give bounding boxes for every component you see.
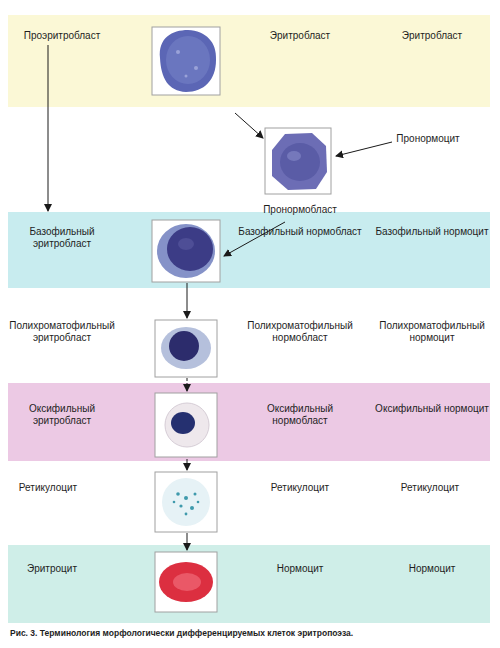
stage-band: ЭритроцитНормоцитНормоцит bbox=[8, 545, 490, 623]
stage-term: Базофильный эритробласт bbox=[0, 226, 124, 250]
stage-term: Ретикулоцит bbox=[238, 482, 362, 494]
basophilic-cell bbox=[152, 220, 220, 282]
proerythroblast-cell bbox=[152, 27, 220, 95]
stage-term: Нормоцит bbox=[238, 563, 362, 575]
stage-term: Оксифильный нормобласт bbox=[238, 403, 362, 427]
stage-band: Оксифильный эритробластОксифильный нормо… bbox=[8, 383, 490, 461]
stage-term: Полихроматофильный нормобласт bbox=[238, 320, 362, 344]
stage-arrows bbox=[187, 113, 392, 550]
stage-term: Проэритробласт bbox=[0, 30, 124, 42]
lineage-arrow bbox=[48, 45, 49, 211]
stage-term: Базофильный нормобласт bbox=[238, 226, 362, 238]
stage-term: Эритроцит bbox=[0, 563, 114, 575]
stage-term: Пронормоцит bbox=[366, 133, 490, 145]
stage-term: Оксифильный нормоцит bbox=[370, 403, 494, 415]
oxyphilic-cell bbox=[155, 393, 217, 457]
figure-caption: Рис. 3. Терминология морфологически дифф… bbox=[10, 628, 495, 639]
pronormoblast-cell bbox=[265, 128, 331, 194]
stage-term: Базофильный нормоцит bbox=[370, 226, 494, 238]
stage-term: Эритробласт bbox=[370, 30, 494, 42]
stage-term: Эритробласт bbox=[238, 30, 362, 42]
reticulocyte-cell bbox=[155, 472, 217, 532]
stage-term: Пронормобласт bbox=[238, 204, 362, 216]
stage-term: Нормоцит bbox=[370, 563, 494, 575]
stage-band: ПроэритробластЭритробластЭритробласт bbox=[8, 15, 490, 107]
erythrocyte-cell bbox=[155, 552, 217, 612]
polychromatophilic-cell bbox=[155, 320, 217, 377]
stage-term: Оксифильный эритробласт bbox=[0, 403, 124, 427]
stage-term: Полихроматофильный эритробласт bbox=[0, 320, 124, 344]
stage-band: Базофильный эритробластБазофильный нормо… bbox=[8, 212, 490, 288]
stage-term: Полихроматофильный нормоцит bbox=[370, 320, 494, 344]
stage-term: Ретикулоцит bbox=[0, 482, 110, 494]
stage-term: Ретикулоцит bbox=[368, 482, 492, 494]
